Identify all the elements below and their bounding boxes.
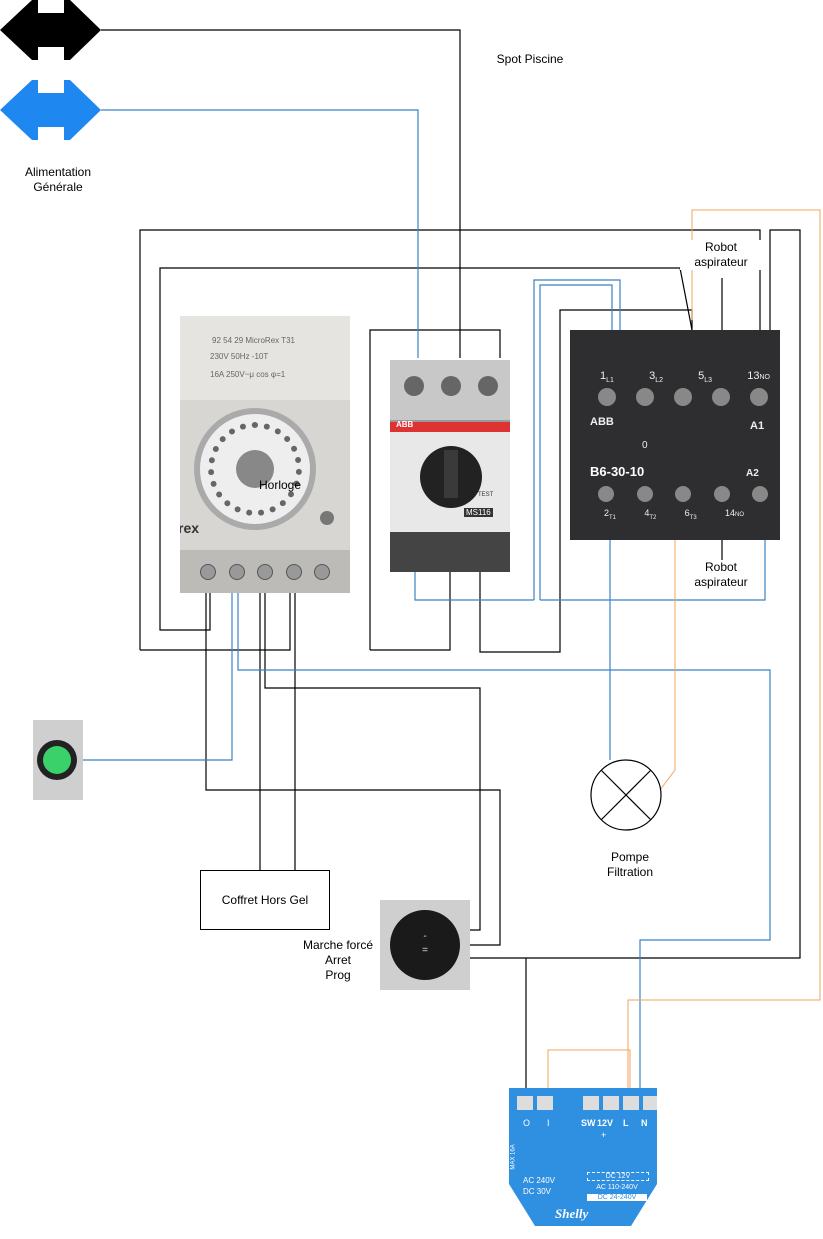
- marche-force-label: Marche forcé Arret Prog: [302, 938, 374, 982]
- wire-blue-voyant: [82, 593, 233, 761]
- wire-timer-loop: [140, 593, 291, 651]
- robot-aspirateur-top-label: Robot aspirateur: [680, 240, 762, 270]
- disjoncteur-ms116: ABB MS116 TEST: [390, 360, 510, 572]
- contactor-brand: ABB: [590, 416, 614, 428]
- breaker-model: MS116: [464, 508, 493, 517]
- wire-blue-breaker-bottom: [414, 572, 534, 601]
- timer-knob: [320, 511, 334, 525]
- shelly-i-label: I: [547, 1118, 550, 1128]
- contactor-zero: 0: [642, 440, 648, 451]
- shelly-max-label: MAX 16A: [510, 1144, 517, 1170]
- wire-orange-pompe: [659, 540, 676, 791]
- shelly-dc-label: DC 30V: [523, 1187, 552, 1196]
- contactor-top-terminals: [598, 388, 768, 406]
- marche-force-switch[interactable]: -=: [380, 900, 470, 990]
- horloge-label: Horloge: [258, 478, 302, 492]
- timer-brand: rex: [180, 520, 200, 536]
- timer-terminals: [200, 564, 330, 580]
- coffret-hors-gel-box: Coffret Hors Gel: [200, 870, 330, 930]
- shelly-brand-logo: Shelly: [555, 1206, 589, 1221]
- wire-timer-switch-2: [264, 593, 481, 931]
- wire-breaker-box: [369, 329, 501, 650]
- shelly-body-icon: [509, 1088, 657, 1226]
- shelly-relay: O I SW 12V L N + MAX 16A AC 240V DC 30V …: [505, 1088, 661, 1230]
- contactor-top-labels: 1L1 3L2 5L3 13NO: [600, 370, 770, 385]
- breaker-terminals: [404, 376, 498, 396]
- timer-model-text: 92 54 29 MicroRex T31: [212, 336, 296, 345]
- wire-blue-contactor-bottom: [540, 540, 766, 601]
- shelly-dc12-label: DC 12V: [587, 1172, 649, 1181]
- wire-blue-loop-1: [539, 284, 613, 600]
- wire-outer-loop: [139, 229, 761, 650]
- shelly-ac-label: AC 240V: [523, 1176, 556, 1185]
- robot-aspirateur-bottom-label: Robot aspirateur: [680, 560, 762, 590]
- shelly-dc24-label: DC 24-240V: [587, 1194, 647, 1201]
- shelly-12v-label: 12V: [597, 1118, 614, 1128]
- shelly-ac110-label: AC 110-240V: [596, 1184, 638, 1191]
- coffret-hors-gel-label: Coffret Hors Gel: [221, 893, 309, 907]
- pompe-lamp-icon: [590, 759, 662, 831]
- breaker-brand: ABB: [396, 420, 414, 429]
- wire-orange-top: [627, 209, 821, 1088]
- wire-timer-switch: [205, 593, 501, 946]
- wire-spot-piscine: [101, 29, 461, 358]
- wire-blue-breaker-top: [533, 279, 621, 600]
- horloge-timer: 92 54 29 MicroRex T31 230V 50Hz -10T 16A…: [180, 316, 350, 593]
- green-indicator-light: [33, 720, 83, 800]
- wire-breaker-out: [370, 572, 451, 651]
- spot-piscine-arrow: [0, 0, 101, 60]
- shelly-plus-label: +: [601, 1130, 607, 1140]
- pompe-filtration-label: Pompe Filtration: [606, 850, 653, 879]
- wire-blue-shelly: [237, 593, 771, 1088]
- spot-piscine-label: Spot Piscine: [496, 52, 564, 66]
- alimentation-generale-label: Alimentation Générale: [24, 165, 92, 194]
- breaker-test: TEST: [478, 492, 494, 498]
- alimentation-generale-arrow: [0, 80, 101, 140]
- contactor-model: B6-30-10: [590, 464, 645, 479]
- contacteur-b6-30-10: 1L1 3L2 5L3 13NO A1 ABB 0 B6-30-10 A2 2T…: [570, 330, 780, 540]
- wire-inner-loop: [159, 267, 693, 631]
- green-light-icon: [37, 740, 77, 780]
- contactor-bottom-terminals: [598, 486, 768, 502]
- contactor-a1: A1: [750, 420, 765, 432]
- shelly-l-label: L: [623, 1118, 629, 1128]
- shelly-terminals: [517, 1096, 657, 1110]
- shelly-sw-label: SW: [581, 1118, 596, 1128]
- wire-orange-shelly: [547, 1049, 631, 1088]
- shelly-o-label: O: [523, 1118, 531, 1128]
- wire-alimentation: [101, 109, 419, 358]
- breaker-knob: [420, 446, 482, 508]
- contactor-a2: A2: [746, 468, 759, 479]
- timer-voltage-text: 230V 50Hz -10T: [210, 352, 269, 361]
- timer-current-text: 16A 250V~μ cos φ=1: [210, 370, 286, 379]
- timer-dial: [194, 408, 316, 530]
- shelly-n-label: N: [641, 1118, 648, 1128]
- contactor-bottom-labels: 2T1 4T2 6T3 14NO: [604, 508, 744, 521]
- rocker-switch-icon: -=: [390, 910, 460, 980]
- wire-right-shelly: [470, 229, 801, 959]
